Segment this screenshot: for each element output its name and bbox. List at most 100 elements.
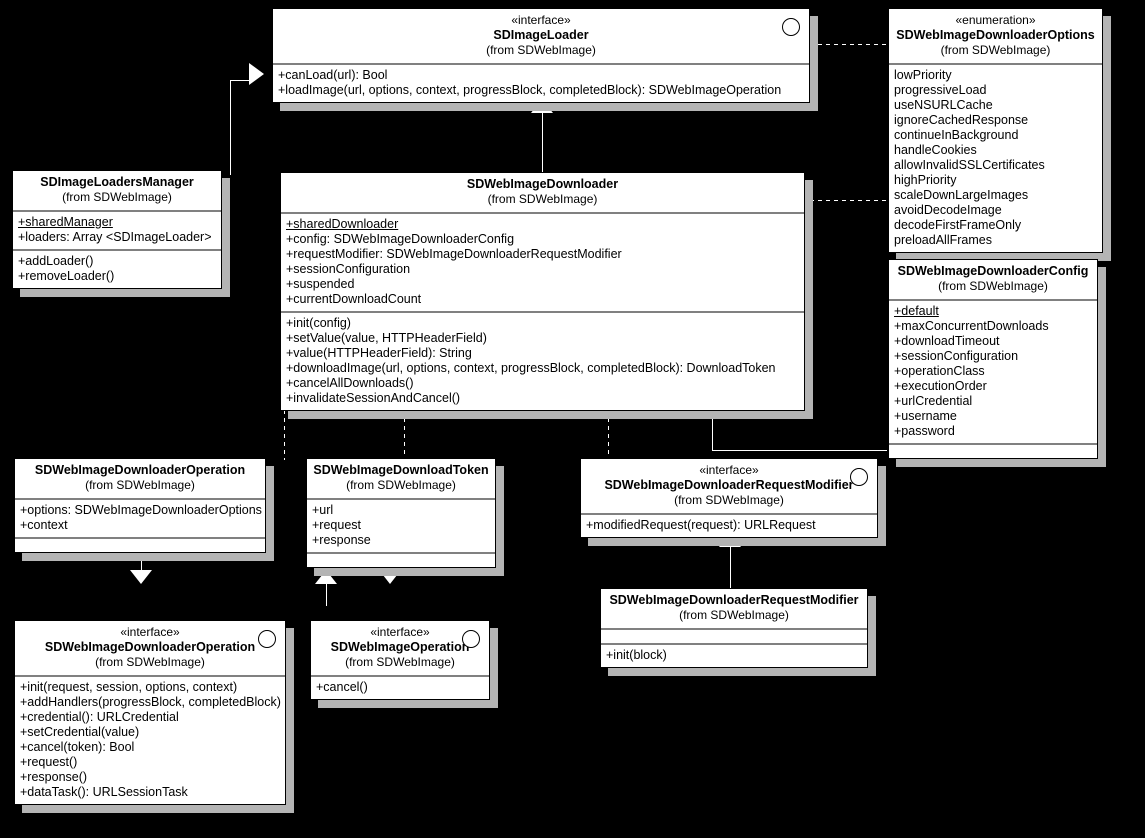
- class-name: SDImageLoader: [493, 28, 589, 42]
- operations-compartment: +addLoader() +removeLoader(): [13, 249, 221, 288]
- operations-compartment: +modifiedRequest(request): URLRequest: [581, 513, 877, 537]
- operations-compartment: +init(config) +setValue(value, HTTPHeade…: [281, 311, 804, 410]
- class-header: «interface» SDWebImageDownloaderOperatio…: [15, 621, 285, 675]
- operation-item: +cancel(): [316, 680, 368, 694]
- class-package: (from SDWebImage): [486, 43, 596, 57]
- box-body: «interface» SDImageLoader (from SDWebIma…: [272, 8, 810, 103]
- class-box-downloaderoperation-class[interactable]: SDWebImageDownloaderOperation (from SDWe…: [14, 458, 274, 561]
- class-header: «enumeration» SDWebImageDownloaderOption…: [889, 9, 1102, 63]
- connector-requestmodifier: [730, 546, 731, 588]
- operation-item: +setValue(value, HTTPHeaderField): [286, 331, 487, 345]
- class-header: SDWebImageDownloaderRequestModifier (fro…: [601, 589, 867, 628]
- box-body: SDWebImageDownloaderConfig (from SDWebIm…: [888, 259, 1098, 459]
- class-package: (from SDWebImage): [674, 493, 784, 507]
- class-header: SDWebImageDownloader (from SDWebImage): [281, 173, 804, 212]
- enum-literal: allowInvalidSSLCertificates: [894, 158, 1045, 172]
- class-name: SDWebImageOperation: [330, 640, 470, 654]
- class-package: (from SDWebImage): [346, 478, 456, 492]
- operation-item: +dataTask(): URLSessionTask: [20, 785, 188, 799]
- class-box-sdimageloader[interactable]: «interface» SDImageLoader (from SDWebIma…: [272, 8, 818, 111]
- operations-compartment: [307, 552, 495, 567]
- attribute-item: +sessionConfiguration: [286, 262, 411, 276]
- class-box-downloader[interactable]: SDWebImageDownloader (from SDWebImage) +…: [280, 172, 813, 419]
- enum-literal: progressiveLoad: [894, 83, 987, 97]
- enum-literal: decodeFirstFrameOnly: [894, 218, 1022, 232]
- connector-downloader-options-h: [810, 44, 888, 45]
- operation-item: +response(): [20, 770, 88, 784]
- enum-literal: useNSURLCache: [894, 98, 993, 112]
- class-box-downloaderconfig[interactable]: SDWebImageDownloaderConfig (from SDWebIm…: [888, 259, 1106, 467]
- attribute-item: +username: [894, 409, 957, 423]
- attribute-item: +default: [894, 304, 939, 318]
- attribute-item: +request: [312, 518, 361, 532]
- operations-compartment: [889, 443, 1097, 458]
- class-box-downloadtoken[interactable]: SDWebImageDownloadToken (from SDWebImage…: [306, 458, 504, 576]
- box-body: «enumeration» SDWebImageDownloaderOption…: [888, 8, 1103, 253]
- class-name: SDWebImageDownloaderOptions: [896, 28, 1095, 42]
- class-package: (from SDWebImage): [95, 655, 205, 669]
- connector-downloaderop-iface-up: [326, 584, 327, 606]
- operation-item: +cancelAllDownloads(): [286, 376, 414, 390]
- connector-downloader-options-h2: [810, 200, 888, 201]
- attribute-item: +options: SDWebImageDownloaderOptions: [20, 503, 262, 517]
- class-stereotype: «enumeration»: [955, 13, 1036, 27]
- operation-item: +credential(): URLCredential: [20, 710, 179, 724]
- box-body: SDWebImageDownloader (from SDWebImage) +…: [280, 172, 805, 411]
- class-box-downloaderoptions[interactable]: «enumeration» SDWebImageDownloaderOption…: [888, 8, 1111, 261]
- attribute-item: +currentDownloadCount: [286, 292, 422, 306]
- attribute-item: +sessionConfiguration: [894, 349, 1019, 363]
- realization-arrow-downloaderoperation: [130, 570, 152, 584]
- class-box-requestmodifier-interface[interactable]: «interface» SDWebImageDownloaderRequestM…: [580, 458, 886, 546]
- class-header: «interface» SDImageLoader (from SDWebIma…: [273, 9, 809, 63]
- class-name: SDWebImageDownloaderRequestModifier: [609, 593, 859, 607]
- operations-compartment: +init(block): [601, 643, 867, 667]
- enum-literal: avoidDecodeImage: [894, 203, 1002, 217]
- connector-downloader-to-operation: [284, 410, 285, 460]
- attributes-compartment: +default +maxConcurrentDownloads +downlo…: [889, 299, 1097, 443]
- connector-downloader-to-config-h: [712, 450, 887, 451]
- attribute-item: +loaders: Array <SDImageLoader>: [18, 230, 212, 244]
- box-body: «interface» SDWebImageOperation (from SD…: [310, 620, 490, 700]
- attributes-compartment: +options: SDWebImageDownloaderOptions +c…: [15, 498, 265, 537]
- class-box-downloaderoperation-interface[interactable]: «interface» SDWebImageDownloaderOperatio…: [14, 620, 294, 813]
- attributes-compartment: +sharedManager +loaders: Array <SDImageL…: [13, 210, 221, 249]
- interface-circle-icon: [462, 630, 480, 648]
- connector-downloader-to-config-v: [712, 410, 713, 450]
- class-box-requestmodifier-class[interactable]: SDWebImageDownloaderRequestModifier (fro…: [600, 588, 876, 676]
- attributes-compartment: [601, 628, 867, 643]
- class-stereotype: «interface»: [120, 625, 180, 639]
- class-box-imageoperation-interface[interactable]: «interface» SDWebImageOperation (from SD…: [310, 620, 498, 708]
- operation-item: +cancel(token): Bool: [20, 740, 135, 754]
- class-box-imageloadersmanager[interactable]: SDImageLoadersManager (from SDWebImage) …: [12, 170, 230, 297]
- operation-item: +modifiedRequest(request): URLRequest: [586, 518, 816, 532]
- operation-item: +setCredential(value): [20, 725, 140, 739]
- class-package: (from SDWebImage): [938, 279, 1048, 293]
- interface-circle-icon: [782, 18, 800, 36]
- operation-item: +loadImage(url, options, context, progre…: [278, 83, 782, 97]
- class-name: SDWebImageDownloaderConfig: [897, 264, 1089, 278]
- attribute-item: +suspended: [286, 277, 355, 291]
- attribute-item: +sharedDownloader: [286, 217, 399, 231]
- enum-literal: lowPriority: [894, 68, 952, 82]
- box-body: SDWebImageDownloaderOperation (from SDWe…: [14, 458, 266, 553]
- class-name: SDImageLoadersManager: [40, 175, 194, 189]
- attribute-item: +operationClass: [894, 364, 985, 378]
- class-stereotype: «interface»: [511, 13, 571, 27]
- connector-downloader-to-token: [404, 410, 405, 460]
- operations-compartment: [15, 537, 265, 552]
- enum-literal: continueInBackground: [894, 128, 1019, 142]
- attribute-item: +sharedManager: [18, 215, 113, 229]
- box-body: SDImageLoadersManager (from SDWebImage) …: [12, 170, 222, 289]
- class-package: (from SDWebImage): [487, 192, 598, 206]
- class-header: SDWebImageDownloaderOperation (from SDWe…: [15, 459, 265, 498]
- class-package: (from SDWebImage): [679, 608, 789, 622]
- operation-item: +init(block): [606, 648, 667, 662]
- enum-literal: preloadAllFrames: [894, 233, 992, 247]
- enum-literal: handleCookies: [894, 143, 977, 157]
- connector-downloader-to-imageloader: [542, 112, 543, 174]
- attribute-item: +context: [20, 518, 68, 532]
- aggregation-arrow-imageloader: [249, 63, 264, 85]
- attribute-item: +maxConcurrentDownloads: [894, 319, 1049, 333]
- enum-literal: ignoreCachedResponse: [894, 113, 1029, 127]
